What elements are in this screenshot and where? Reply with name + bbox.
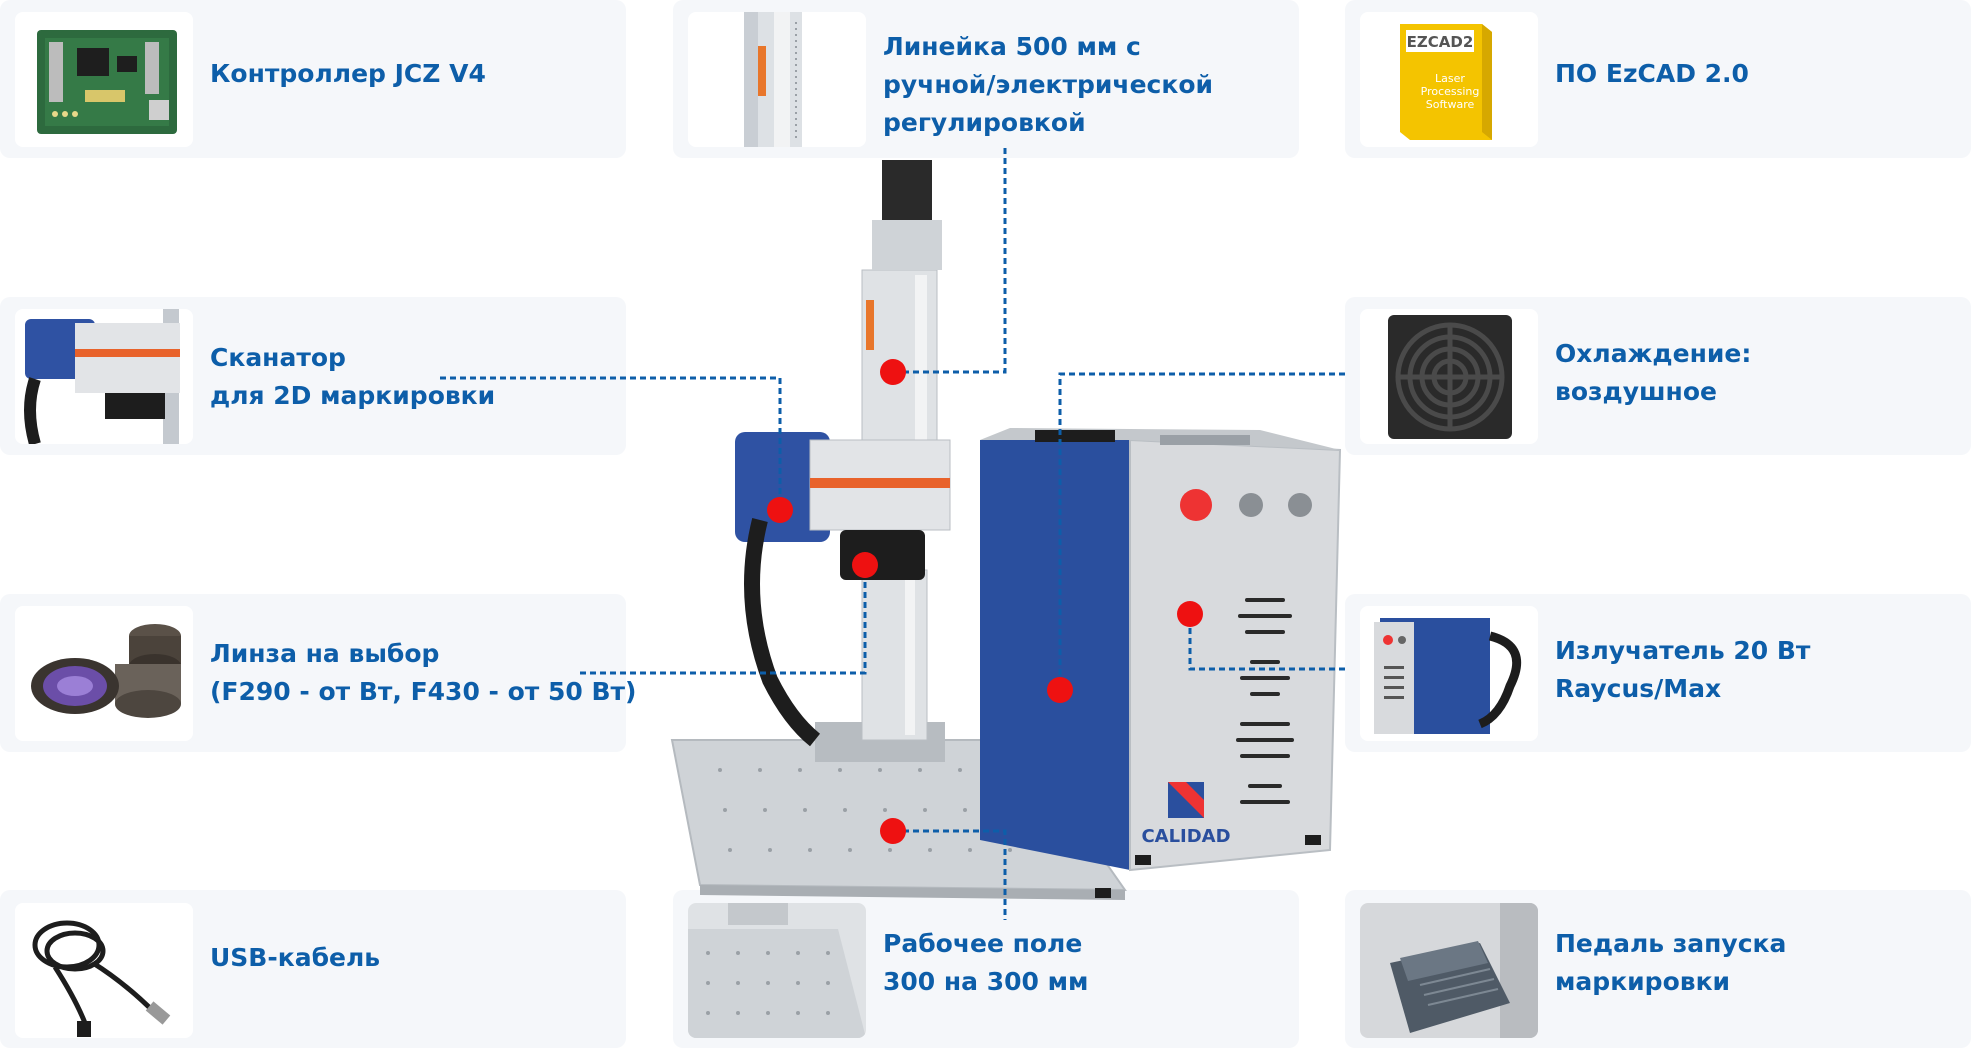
label-pedal-line1: Педаль запуска <box>1555 929 1787 958</box>
label-controller: Контроллер JCZ V4 <box>210 55 486 93</box>
label-lens-line2: (F290 - от Вт, F430 - от 50 Вт) <box>210 677 637 706</box>
label-ruler-line1: Линейка 500 мм с <box>883 32 1141 61</box>
vent-slots <box>1236 598 1294 804</box>
software-box-line1: Laser <box>1435 72 1465 85</box>
scanner-head-icon <box>15 309 193 444</box>
label-workfield-line1: Рабочее поле <box>883 929 1083 958</box>
label-emitter-line1: Излучатель 20 Вт <box>1555 636 1811 665</box>
software-box-line3: Software <box>1426 98 1475 111</box>
foot-pedal-icon <box>1360 903 1538 1038</box>
software-box-line2: Processing <box>1421 85 1480 98</box>
label-ruler-line3: регулировкой <box>883 108 1086 137</box>
callout-lines <box>440 148 1345 920</box>
label-controller-line1: Контроллер JCZ V4 <box>210 59 486 88</box>
linear-rail-icon <box>688 12 866 147</box>
controller-board-icon <box>15 12 193 147</box>
lens-icon <box>15 606 193 741</box>
label-emitter-line2: Raycus/Max <box>1555 674 1722 703</box>
label-lens-line1: Линза на выбор <box>210 639 440 668</box>
label-scanner-line1: Сканатор <box>210 343 346 372</box>
label-ruler-line2: ручной/электрической <box>883 70 1214 99</box>
fan-grill-icon <box>1360 309 1538 444</box>
label-workfield-line2: 300 на 300 мм <box>883 967 1089 996</box>
software-box-title: EZCAD2 <box>1407 33 1474 51</box>
label-software-line1: ПО EzCAD 2.0 <box>1555 59 1749 88</box>
software-box-icon: EZCAD2 Laser Processing Software <box>1360 12 1538 147</box>
label-software: ПО EzCAD 2.0 <box>1555 55 1749 93</box>
label-lens: Линза на выбор (F290 - от Вт, F430 - от … <box>210 635 636 711</box>
label-cooling-line2: воздушное <box>1555 377 1717 406</box>
label-pedal-line2: маркировки <box>1555 967 1731 996</box>
calidad-wordmark: CALIDAD <box>1141 826 1230 847</box>
label-ruler: Линейка 500 мм с ручной/электрической ре… <box>883 28 1213 142</box>
work-table-icon <box>688 903 866 1038</box>
label-pedal: Педаль запуска маркировки <box>1555 925 1786 1001</box>
label-usb: USB-кабель <box>210 939 380 977</box>
calidad-logo: CALIDAD <box>1141 782 1231 847</box>
label-cooling-line1: Охлаждение: <box>1555 339 1752 368</box>
label-emitter: Излучатель 20 Вт Raycus/Max <box>1555 632 1810 708</box>
label-usb-line1: USB-кабель <box>210 943 381 972</box>
label-workfield: Рабочее поле 300 на 300 мм <box>883 925 1089 1001</box>
laser-source-icon <box>1360 606 1538 741</box>
usb-cable-icon <box>15 903 193 1038</box>
label-scanner: Сканатор для 2D маркировки <box>210 339 495 415</box>
label-cooling: Охлаждение: воздушное <box>1555 335 1751 411</box>
callout-markers <box>767 359 1203 844</box>
label-scanner-line2: для 2D маркировки <box>210 381 496 410</box>
